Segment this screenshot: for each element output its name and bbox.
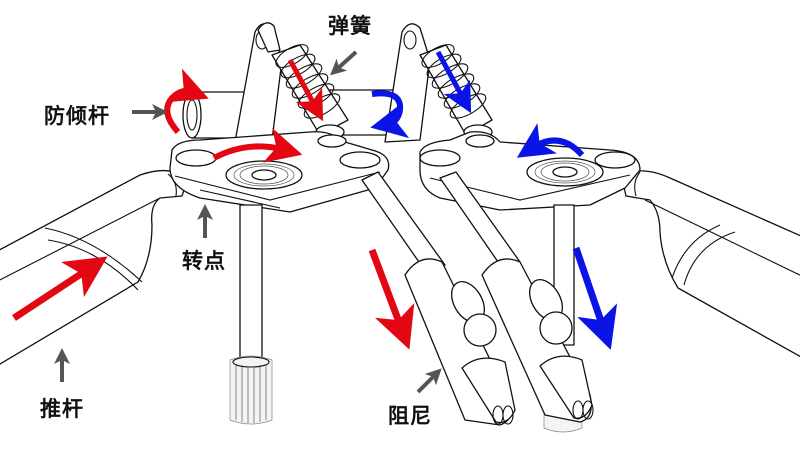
label-anti-roll-bar: 防倾杆 (44, 104, 110, 128)
spring-right (419, 44, 493, 140)
arrow-spring-left (287, 58, 324, 122)
label-push-rod: 推杆 (40, 397, 84, 421)
motion-arrows (12, 50, 618, 350)
damper-left (361, 171, 516, 426)
arrow-rocker-right (516, 123, 585, 158)
arrow-anti-roll-bar-left (164, 68, 209, 135)
damper-right (439, 171, 594, 423)
push-rod-left (0, 169, 189, 365)
arrow-anti-roll-bar-right (370, 90, 410, 139)
pivot-shaft-left (229, 204, 273, 425)
label-pivot: 转点 (182, 249, 226, 273)
pointer-spring (330, 50, 358, 76)
rocker-bracket-left (234, 22, 283, 143)
arrow-push-rod-left (12, 256, 108, 321)
arrow-damper-right (572, 246, 618, 350)
label-spring: 弹簧 (328, 14, 372, 38)
arrow-damper-left (368, 248, 415, 350)
arrow-spring-right (435, 50, 472, 114)
label-damper: 阻尼 (388, 404, 432, 428)
rocker-left (169, 131, 390, 213)
label-pointers (54, 50, 442, 394)
push-rod-right (621, 170, 800, 358)
rocker-right (419, 131, 641, 211)
arrow-rocker-left (212, 127, 303, 163)
pointer-damper (416, 368, 442, 394)
